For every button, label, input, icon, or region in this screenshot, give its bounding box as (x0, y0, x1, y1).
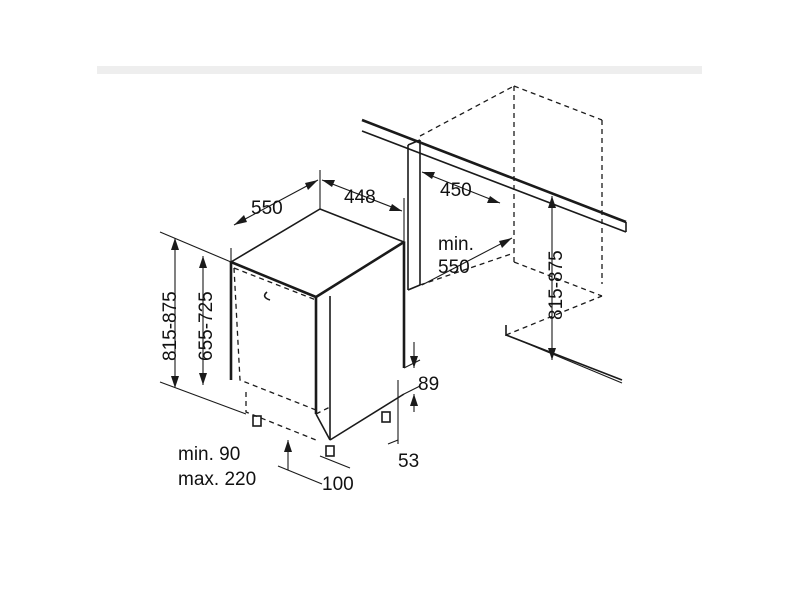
ext-89-top (403, 359, 421, 369)
arrow (422, 172, 435, 179)
dim-450 (421, 171, 501, 204)
dishwasher (229, 208, 406, 457)
arrow (548, 196, 556, 208)
dim-90-220-floor (277, 465, 323, 485)
dim-448 (321, 179, 403, 212)
cabinet-niche (361, 85, 627, 384)
niche-top-left (419, 85, 515, 137)
arrow (199, 256, 207, 268)
foot-front-left (252, 415, 262, 427)
dim-100 (319, 455, 351, 469)
label-door-min-90: min. 90 (178, 444, 240, 465)
top-band (97, 66, 702, 74)
arrow (410, 356, 418, 368)
worktop-lower-edge (361, 130, 627, 233)
dishwasher-top (229, 208, 406, 298)
foot-front-right (325, 445, 335, 457)
dishwasher-front-top-edge (230, 260, 317, 299)
arrow (322, 180, 335, 187)
dishwasher-base-front (315, 413, 331, 441)
arrow (199, 373, 207, 385)
label-plinth-53: 53 (398, 451, 419, 472)
label-height-815-875-right: 815-875 (546, 250, 567, 320)
label-depth-550: 550 (251, 198, 283, 219)
dimension-lines (159, 170, 556, 485)
arrow (389, 204, 402, 211)
door-panel-outline (233, 267, 317, 411)
arrow (499, 238, 512, 248)
label-door-max-220: max. 220 (178, 469, 256, 490)
label-gap-100: 100 (322, 474, 354, 495)
side-panel-top (407, 139, 421, 146)
arrow (548, 348, 556, 360)
label-niche-min: min. (438, 234, 474, 255)
niche-floor-line (513, 337, 623, 384)
arrow (284, 440, 292, 452)
niche-floor-left (419, 252, 515, 286)
plinth-joint (315, 406, 331, 415)
door-handle-icon (263, 291, 271, 301)
arrow (234, 215, 247, 225)
arrow (487, 196, 500, 203)
niche-floor-back (513, 261, 603, 297)
dim-53-foot (387, 439, 399, 445)
arrow (171, 376, 179, 388)
dimension-labels: 550 448 450 min. 550 815-875 655-725 815… (160, 180, 567, 495)
label-niche-550: 550 (438, 257, 470, 278)
dim-min-550 (421, 237, 513, 286)
plinth-outline (245, 392, 317, 441)
arrow (171, 238, 179, 250)
side-panel-bottom (407, 284, 421, 291)
worktop-front-edge (361, 118, 627, 224)
niche-top-back (513, 85, 603, 121)
dishwasher-right-top-edge (315, 240, 405, 299)
ext-89-bottom (403, 385, 421, 395)
label-niche-depth-450: 450 (440, 180, 472, 201)
foot-back-right (381, 411, 391, 423)
label-height-655-725: 655-725 (196, 291, 217, 361)
ext-815-top-left (159, 231, 232, 263)
arrow (305, 180, 318, 190)
dim-550 (233, 179, 319, 226)
label-plinth-89: 89 (418, 374, 439, 395)
ext-815-bottom-left (159, 381, 247, 415)
dishwasher-bottom-right (329, 393, 405, 441)
label-width-448: 448 (344, 187, 376, 208)
label-height-815-875-left: 815-875 (160, 291, 181, 361)
arrow (410, 394, 418, 406)
